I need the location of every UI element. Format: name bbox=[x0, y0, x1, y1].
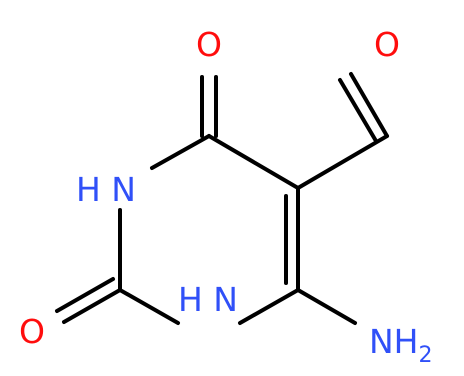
bond-c2-o-a bbox=[62, 288, 122, 324]
atom-o-aldehyde: O bbox=[374, 25, 400, 64]
bond-c2-n1 bbox=[118, 288, 180, 325]
bond-c5-cho bbox=[296, 134, 389, 190]
bond-c4-c5 bbox=[207, 134, 300, 190]
atom-nh-upper: H N bbox=[76, 170, 136, 209]
atom-amine: NH2 bbox=[369, 322, 433, 368]
atom-amine-main: NH bbox=[369, 322, 419, 361]
bonds bbox=[55, 72, 389, 325]
atom-o-top: O bbox=[196, 25, 222, 64]
bond-c6-nh2 bbox=[296, 288, 357, 325]
atom-o-left: O bbox=[19, 312, 45, 351]
bond-c6-n1 bbox=[238, 288, 300, 325]
bond-cho-o-a bbox=[349, 72, 389, 138]
atom-labels: O O H N H N O NH2 bbox=[19, 25, 432, 368]
atom-amine-subscript: 2 bbox=[419, 343, 433, 368]
bond-cho-o-b bbox=[338, 78, 378, 143]
atom-nh-lower: H N bbox=[178, 280, 238, 319]
bond-c4-n3 bbox=[150, 134, 211, 170]
bond-c2-o-b bbox=[55, 277, 115, 313]
